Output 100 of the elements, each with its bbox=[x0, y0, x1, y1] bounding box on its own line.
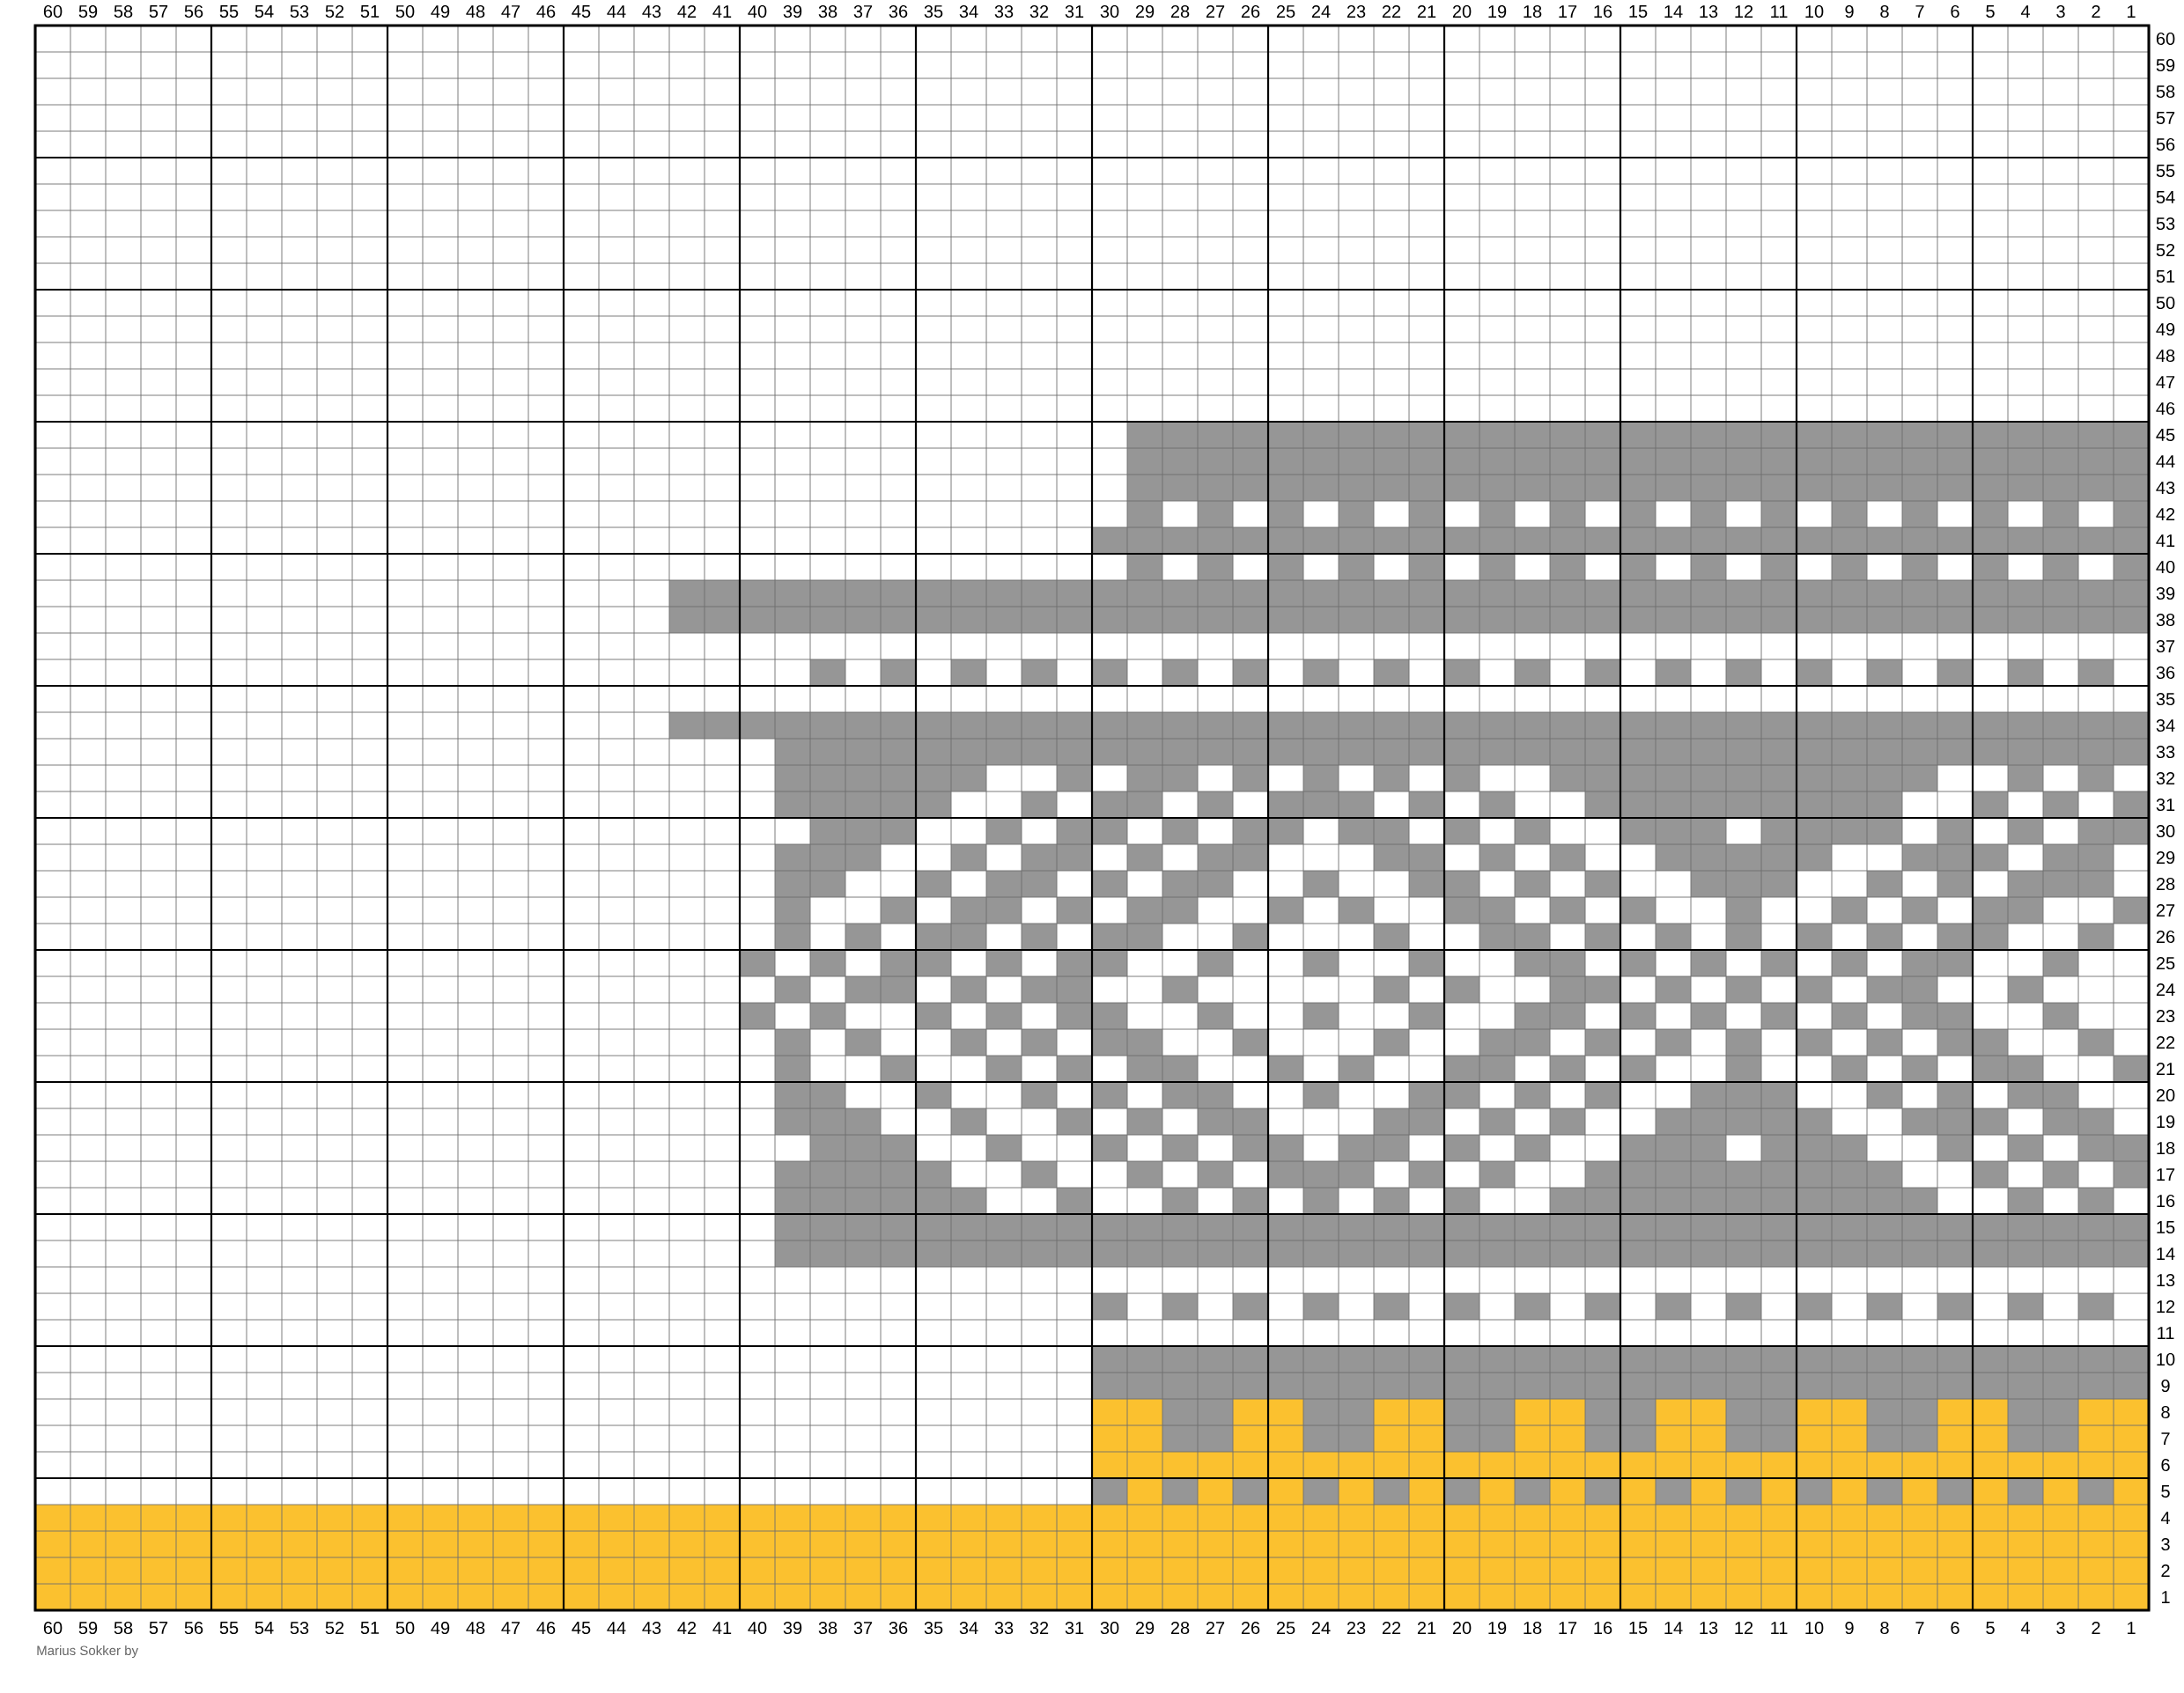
column-number: 41 bbox=[712, 1622, 732, 1634]
column-number: 34 bbox=[959, 4, 978, 18]
row-number: 55 bbox=[2156, 165, 2175, 177]
column-number: 40 bbox=[748, 1621, 767, 1635]
column-number: 25 bbox=[1276, 4, 1295, 18]
column-number: 45 bbox=[572, 5, 591, 18]
column-number: 44 bbox=[607, 5, 626, 18]
column-number: 6 bbox=[1951, 4, 1959, 18]
row-number: 19 bbox=[2157, 1115, 2175, 1129]
row-number: 9 bbox=[2161, 1379, 2170, 1393]
column-number: 5 bbox=[1986, 1622, 1995, 1634]
column-number: 5 bbox=[1986, 5, 1995, 18]
row-number: 14 bbox=[2157, 1248, 2175, 1260]
column-number: 14 bbox=[1664, 5, 1683, 18]
column-number: 54 bbox=[255, 1622, 274, 1634]
column-number: 47 bbox=[501, 1622, 520, 1634]
column-number: 33 bbox=[994, 1621, 1014, 1635]
column-number: 34 bbox=[959, 1621, 978, 1635]
row-number: 17 bbox=[2157, 1168, 2175, 1181]
row-number: 32 bbox=[2156, 771, 2175, 785]
column-number: 55 bbox=[219, 5, 239, 18]
row-number: 8 bbox=[2161, 1405, 2170, 1419]
column-number: 6 bbox=[1951, 1621, 1959, 1635]
column-number: 59 bbox=[78, 1621, 98, 1635]
column-number: 4 bbox=[2020, 5, 2030, 18]
row-number: 54 bbox=[2156, 191, 2175, 203]
column-number: 25 bbox=[1276, 1621, 1295, 1635]
row-number: 58 bbox=[2156, 85, 2175, 99]
column-number: 58 bbox=[114, 4, 133, 18]
row-number: 31 bbox=[2156, 798, 2175, 812]
column-number: 52 bbox=[325, 1621, 344, 1635]
column-number: 29 bbox=[1135, 1621, 1155, 1635]
column-number: 9 bbox=[1845, 4, 1854, 18]
row-number: 4 bbox=[2160, 1512, 2170, 1524]
column-number: 38 bbox=[818, 4, 837, 18]
row-number: 2 bbox=[2161, 1564, 2170, 1577]
row-number: 28 bbox=[2156, 877, 2175, 891]
column-number: 46 bbox=[536, 1621, 556, 1635]
column-number: 54 bbox=[255, 5, 274, 18]
column-number: 19 bbox=[1488, 1621, 1507, 1635]
row-number: 10 bbox=[2157, 1352, 2175, 1366]
column-number: 56 bbox=[184, 1621, 203, 1635]
row-number: 60 bbox=[2156, 32, 2175, 46]
row-number: 26 bbox=[2156, 930, 2175, 944]
row-number: 42 bbox=[2156, 508, 2175, 520]
column-number: 30 bbox=[1100, 4, 1119, 18]
row-number: 56 bbox=[2156, 137, 2175, 151]
column-number: 37 bbox=[853, 4, 873, 18]
column-number: 43 bbox=[642, 1621, 661, 1635]
footer-text: Marius Sokker by bbox=[37, 1645, 138, 1658]
column-number: 37 bbox=[853, 1621, 873, 1635]
column-number: 21 bbox=[1417, 1622, 1436, 1634]
column-number: 35 bbox=[924, 4, 943, 18]
row-number: 7 bbox=[2161, 1432, 2170, 1445]
column-number: 24 bbox=[1311, 1622, 1331, 1634]
column-number: 2 bbox=[2092, 5, 2100, 18]
column-number: 13 bbox=[1700, 4, 1718, 18]
column-number: 23 bbox=[1347, 1621, 1366, 1635]
row-number: 1 bbox=[2162, 1591, 2170, 1603]
row-number: 50 bbox=[2156, 296, 2175, 310]
row-number: 51 bbox=[2156, 270, 2175, 283]
row-number: 57 bbox=[2156, 112, 2175, 124]
column-number: 46 bbox=[536, 4, 556, 18]
column-number: 4 bbox=[2020, 1622, 2030, 1634]
row-number: 20 bbox=[2156, 1088, 2175, 1102]
column-number: 39 bbox=[783, 1621, 802, 1635]
column-number: 50 bbox=[395, 4, 415, 18]
column-number: 55 bbox=[219, 1622, 239, 1634]
column-number: 52 bbox=[325, 4, 344, 18]
column-number: 10 bbox=[1805, 1621, 1824, 1635]
column-number: 22 bbox=[1382, 5, 1401, 18]
column-number: 20 bbox=[1452, 4, 1472, 18]
column-number: 22 bbox=[1382, 1622, 1401, 1634]
column-number: 20 bbox=[1452, 1621, 1472, 1635]
column-number: 1 bbox=[2128, 1622, 2136, 1634]
column-number: 16 bbox=[1594, 4, 1612, 18]
column-number: 12 bbox=[1735, 5, 1753, 18]
column-number: 32 bbox=[1029, 1621, 1049, 1635]
row-number: 30 bbox=[2156, 824, 2175, 838]
column-number: 51 bbox=[360, 5, 380, 18]
column-number: 57 bbox=[149, 1622, 168, 1634]
column-number: 3 bbox=[2056, 4, 2065, 18]
column-number: 48 bbox=[466, 1621, 485, 1635]
column-number: 53 bbox=[290, 4, 309, 18]
row-number: 23 bbox=[2156, 1009, 2175, 1023]
column-number: 43 bbox=[642, 4, 661, 18]
row-number: 40 bbox=[2156, 560, 2175, 574]
column-number: 7 bbox=[1915, 1622, 1924, 1634]
column-number: 15 bbox=[1629, 5, 1648, 18]
column-number: 27 bbox=[1206, 1622, 1225, 1634]
column-number: 13 bbox=[1700, 1621, 1718, 1635]
row-number: 11 bbox=[2158, 1327, 2174, 1339]
row-number: 48 bbox=[2156, 349, 2175, 363]
row-number: 22 bbox=[2156, 1036, 2175, 1049]
row-number: 13 bbox=[2157, 1273, 2175, 1287]
column-number: 28 bbox=[1170, 1621, 1190, 1635]
column-number: 47 bbox=[501, 5, 520, 18]
column-number: 18 bbox=[1524, 4, 1542, 18]
column-number: 2 bbox=[2092, 1622, 2100, 1634]
column-number: 58 bbox=[114, 1621, 133, 1635]
